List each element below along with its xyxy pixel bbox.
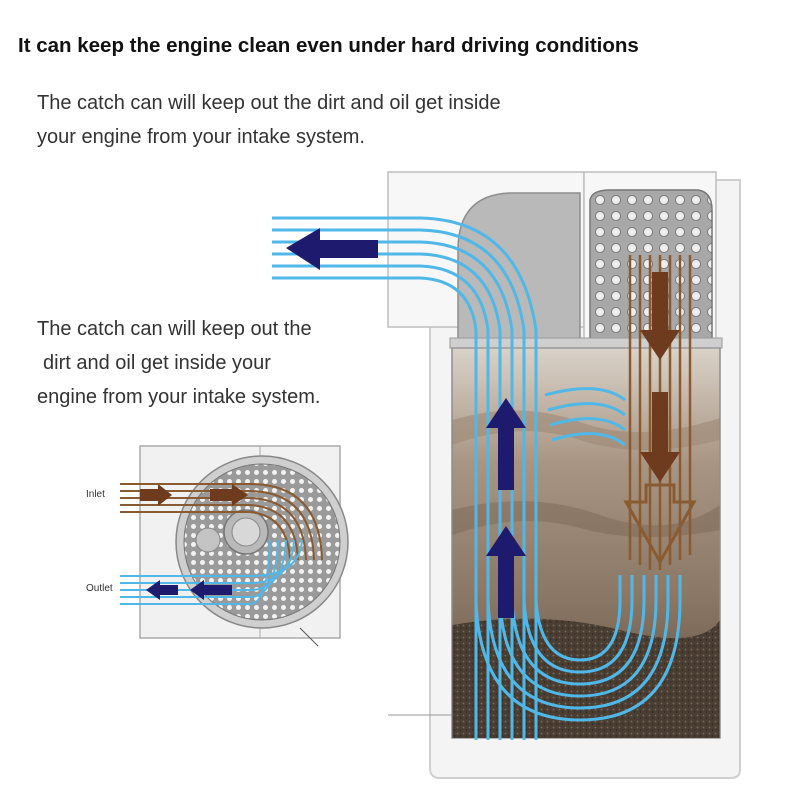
headline: It can keep the engine clean even under … xyxy=(18,34,639,57)
clean-air-outlet-lines xyxy=(272,216,538,740)
up-arrow-2 xyxy=(486,526,526,618)
intro-line-2: your engine from your intake system. xyxy=(37,126,365,148)
down-arrow-2 xyxy=(640,392,680,482)
small-inlet-arrow-1 xyxy=(140,484,172,506)
intro-line-1: The catch can will keep out the dirt and… xyxy=(37,92,501,114)
intro-paragraph: The catch can will keep out the dirt and… xyxy=(37,86,501,154)
side-paragraph: The catch can will keep out the dirt and… xyxy=(37,312,320,414)
up-arrow-1 xyxy=(486,398,526,490)
outlet-arrow-large xyxy=(286,228,378,270)
down-arrow-outline xyxy=(623,483,697,566)
side-line-3: engine from your intake system. xyxy=(37,386,321,408)
side-line-1: The catch can will keep out the xyxy=(37,318,312,340)
side-line-2: dirt and oil get inside your xyxy=(43,352,271,374)
small-outlet-arrow-1 xyxy=(146,580,178,600)
small-inlet-lines xyxy=(120,483,323,561)
down-arrow-1 xyxy=(640,272,680,360)
small-catch-can-top-view xyxy=(139,445,349,647)
outlet-label: Outlet xyxy=(86,583,113,594)
large-catch-can xyxy=(387,171,741,779)
inlet-label: Inlet xyxy=(86,489,105,500)
small-outlet-lines xyxy=(120,539,303,605)
clean-air-curl xyxy=(544,387,626,447)
small-inlet-arrow-2 xyxy=(210,484,248,506)
clean-air-u-bend xyxy=(474,575,682,722)
small-outlet-arrow-2 xyxy=(190,580,232,600)
